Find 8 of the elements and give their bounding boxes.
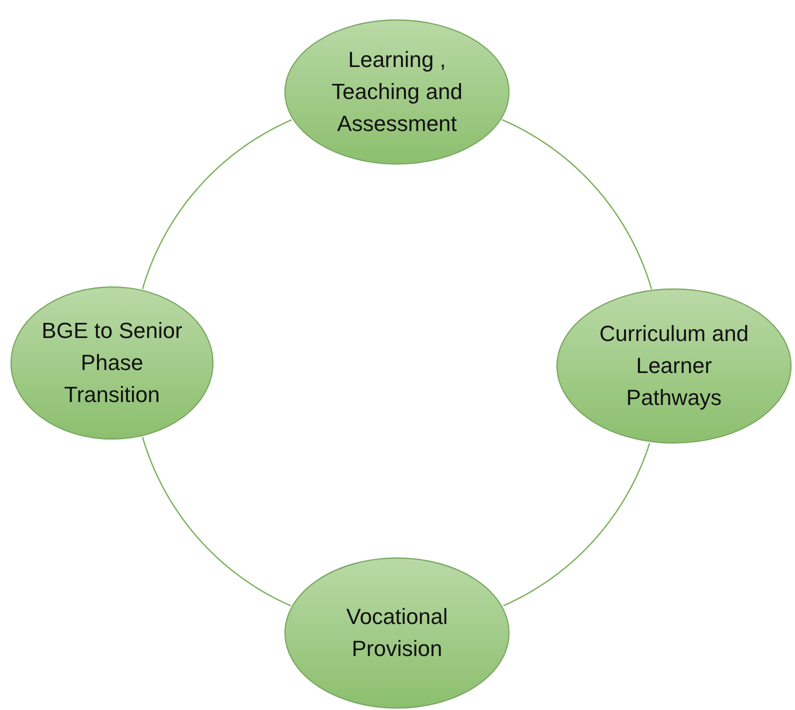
node-label: BGE to Senior Phase Transition (40, 317, 184, 409)
connector-arc (503, 442, 650, 606)
node-label: Learning , Teaching and Assessment (330, 46, 464, 138)
connector-arc (142, 436, 292, 606)
node-label: Curriculum and Learner Pathways (598, 320, 750, 412)
connector-arc (502, 119, 652, 290)
node-label: Vocational Provision (345, 603, 449, 663)
connector-arc (142, 119, 292, 290)
